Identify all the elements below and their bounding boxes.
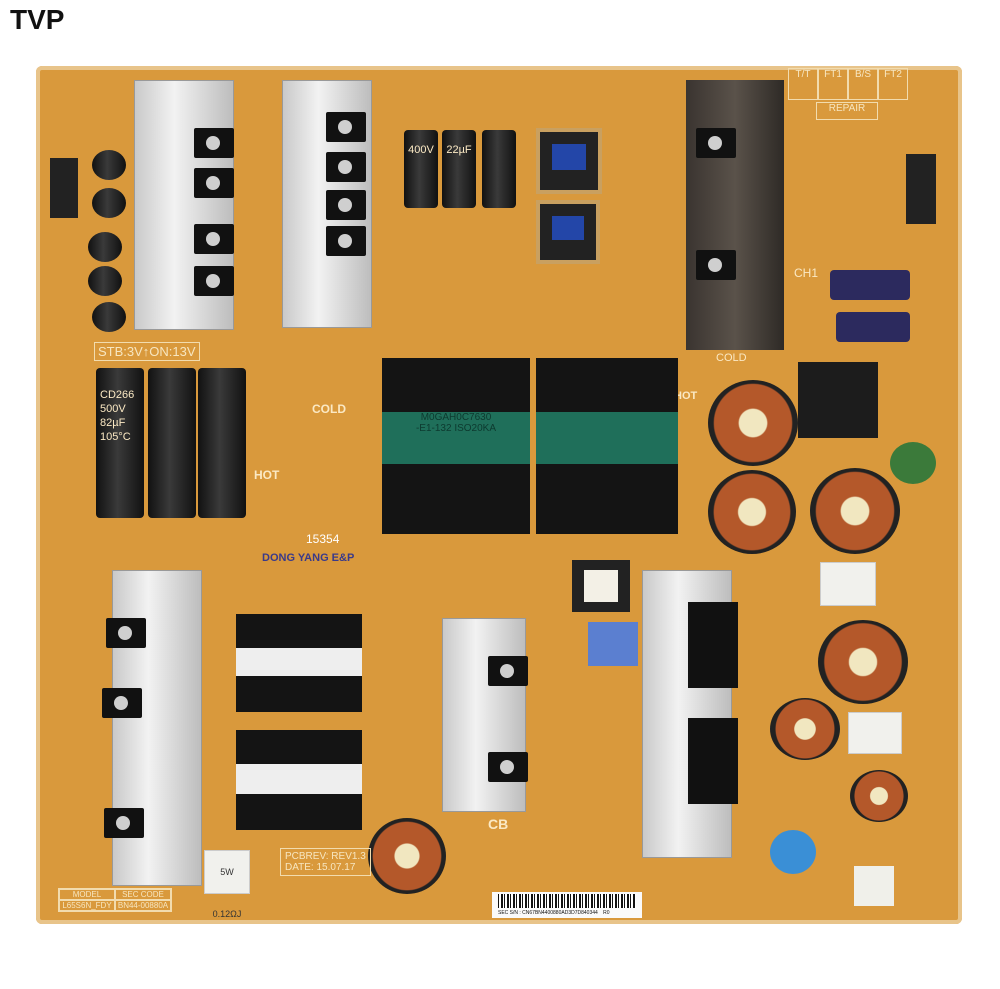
small-transformer [572, 560, 630, 612]
transistor [326, 190, 366, 220]
connector [50, 158, 78, 218]
hot-label: HOT [674, 390, 698, 402]
cap-marking: 500V [100, 403, 126, 415]
transistor [104, 808, 144, 838]
capacitor-400v: 400V [404, 130, 438, 208]
bulk-capacitor [148, 368, 196, 518]
cap-marking: 82µF [100, 417, 126, 429]
capacitor-blue [836, 312, 910, 342]
barcode-label: SEC S/N : CN67BN4400880AD3D7D840344 R0 [492, 892, 642, 918]
lower-transformer [236, 614, 362, 712]
standby-voltage-label: STB:3V↑ON:13V [94, 342, 200, 361]
capacitor [88, 232, 122, 262]
sec-code-value: BN44-00880A [115, 900, 171, 911]
transistor [194, 266, 234, 296]
manufacturer-logo: DONG YANG E&P [262, 552, 355, 564]
transistor [194, 168, 234, 198]
bulk-capacitor: CD266 500V 82µF 105°C [96, 368, 144, 518]
cap-marking: CD266 [100, 389, 135, 401]
transformer-marking: -E1-132 ISO20KA [415, 423, 497, 434]
x-capacitor [848, 712, 902, 754]
capacitor-400v: 22µF [442, 130, 476, 208]
lower-transformer [236, 730, 362, 830]
transistor [696, 128, 736, 158]
connector [854, 866, 894, 906]
test-box: B/S [848, 68, 878, 100]
barcode-text: SEC S/N : CN67BN4400880AD3D7D840344 [498, 910, 598, 916]
transistor [696, 250, 736, 280]
y-capacitor [770, 830, 816, 874]
barcode-suffix: R0 [603, 910, 610, 916]
barcode [498, 894, 636, 908]
transistor [326, 112, 366, 142]
main-transformer [536, 358, 678, 534]
heatsink-dark [686, 80, 784, 350]
transistor [488, 656, 528, 686]
connector [906, 154, 936, 224]
pcb-revision-label: PCBREV: REV1.3 DATE: 15.07.17 [280, 848, 371, 876]
cb-label: CB [488, 816, 509, 832]
transistor [326, 226, 366, 256]
model-header: MODEL [59, 889, 115, 900]
watermark-logo: TVP [10, 4, 65, 35]
x-capacitor [820, 562, 876, 606]
pcb-date: DATE: 15.07.17 [285, 862, 356, 873]
power-module [688, 602, 738, 688]
test-point-boxes: T/T FT1 B/S FT2 [788, 68, 908, 100]
model-value: L65S6N_FDY [59, 900, 115, 911]
capacitor [92, 188, 126, 218]
heatsink-bottom-center [442, 618, 526, 812]
test-box: T/T [788, 68, 818, 100]
capacitor [92, 302, 126, 332]
repair-label: REPAIR [816, 102, 878, 120]
main-transformer: M0GAH0C7630 -E1-132 ISO20KA [382, 358, 530, 534]
test-box: FT2 [878, 68, 908, 100]
pcb-board: 400V 22µF COLD T/T FT1 B/S FT2 REPAIR CH… [36, 66, 962, 924]
capacitor [92, 150, 126, 180]
transistor [488, 752, 528, 782]
power-module [688, 718, 738, 804]
transistor [326, 152, 366, 182]
capacitor-marking: 400V [408, 144, 434, 156]
toroid-coil [708, 380, 798, 466]
bulk-capacitor [198, 368, 246, 518]
transistor [102, 688, 142, 718]
small-transformer [536, 200, 600, 264]
serial-number: 15354 [306, 532, 340, 546]
cold-label: COLD [312, 402, 346, 416]
toroid-coil [850, 770, 908, 822]
varistor [890, 442, 936, 484]
film-capacitor [588, 622, 638, 666]
transformer-tape: M0GAH0C7630 -E1-132 ISO20KA [382, 412, 530, 464]
hot-label: HOT [254, 468, 280, 482]
toroid-coil [770, 698, 840, 760]
toroid-coil [368, 818, 446, 894]
transistor [194, 224, 234, 254]
test-box: FT1 [818, 68, 848, 100]
sec-code-header: SEC CODE [115, 889, 171, 900]
toroid-coil [810, 468, 900, 554]
cold-label: COLD [716, 352, 747, 364]
capacitor-400v [482, 130, 516, 208]
cap-marking: 105°C [100, 431, 131, 443]
capacitor-marking: 22µF [446, 144, 472, 156]
transistor [106, 618, 146, 648]
pcb-rev: PCBREV: REV1.3 [285, 851, 366, 862]
capacitor [88, 266, 122, 296]
toroid-coil [818, 620, 908, 704]
toroid-coil [708, 470, 796, 554]
transistor [194, 128, 234, 158]
ch1-label: CH1 [794, 266, 819, 280]
transformer-tape [536, 412, 678, 464]
capacitor-blue [830, 270, 910, 300]
model-table: MODEL SEC CODE L65S6N_FDY BN44-00880A [58, 888, 172, 912]
transformer-marking: M0GAH0C7630 [420, 412, 492, 423]
power-resistor: 5W 0.12ΩJ [204, 850, 250, 919]
small-transformer [536, 128, 602, 194]
bridge-rectifier [798, 362, 878, 438]
